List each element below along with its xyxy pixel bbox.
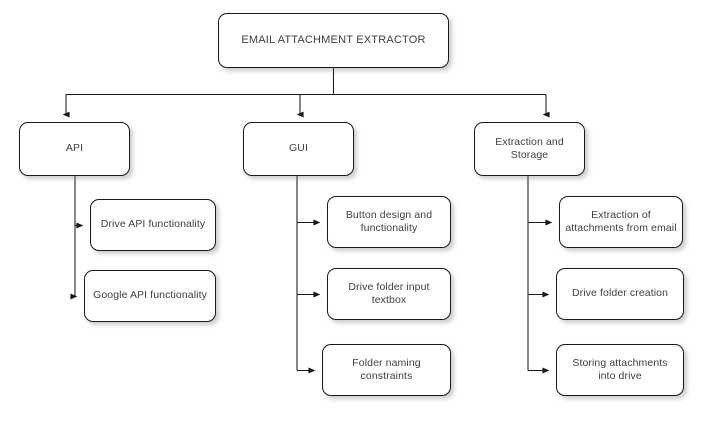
node-label: Google API functionality — [93, 289, 207, 302]
node-drive-api-functionality[interactable]: Drive API functionality — [90, 199, 216, 251]
node-label: EMAIL ATTACHMENT EXTRACTOR — [241, 33, 426, 46]
node-folder-naming-constraints[interactable]: Folder naming constraints — [322, 344, 451, 396]
node-google-api-functionality[interactable]: Google API functionality — [84, 270, 216, 322]
node-gui[interactable]: GUI — [243, 122, 354, 176]
node-drive-folder-creation[interactable]: Drive folder creation — [556, 268, 684, 320]
node-label: Extraction of attachments from email — [565, 208, 677, 235]
node-extraction-of-attachments-from-email[interactable]: Extraction of attachments from email — [559, 196, 683, 248]
node-email-attachment-extractor[interactable]: EMAIL ATTACHMENT EXTRACTOR — [218, 13, 449, 68]
node-label: Folder naming constraints — [352, 356, 421, 383]
node-button-design-and-functionality[interactable]: Button design and functionality — [327, 196, 451, 248]
node-drive-folder-input-textbox[interactable]: Drive folder input textbox — [327, 268, 451, 320]
node-label: Extraction and Storage — [495, 135, 564, 162]
node-label: API — [65, 142, 84, 155]
node-label: Drive folder input textbox — [348, 280, 430, 307]
node-label: Button design and functionality — [345, 208, 433, 235]
node-api[interactable]: API — [19, 122, 130, 176]
node-label: Drive API functionality — [100, 218, 206, 231]
node-storing-attachments-into-drive[interactable]: Storing attachments into drive — [556, 344, 684, 396]
node-label: Drive folder creation — [571, 287, 669, 300]
node-label: GUI — [289, 142, 308, 155]
node-label: Storing attachments into drive — [572, 356, 668, 383]
node-extraction-and-storage[interactable]: Extraction and Storage — [474, 122, 585, 176]
